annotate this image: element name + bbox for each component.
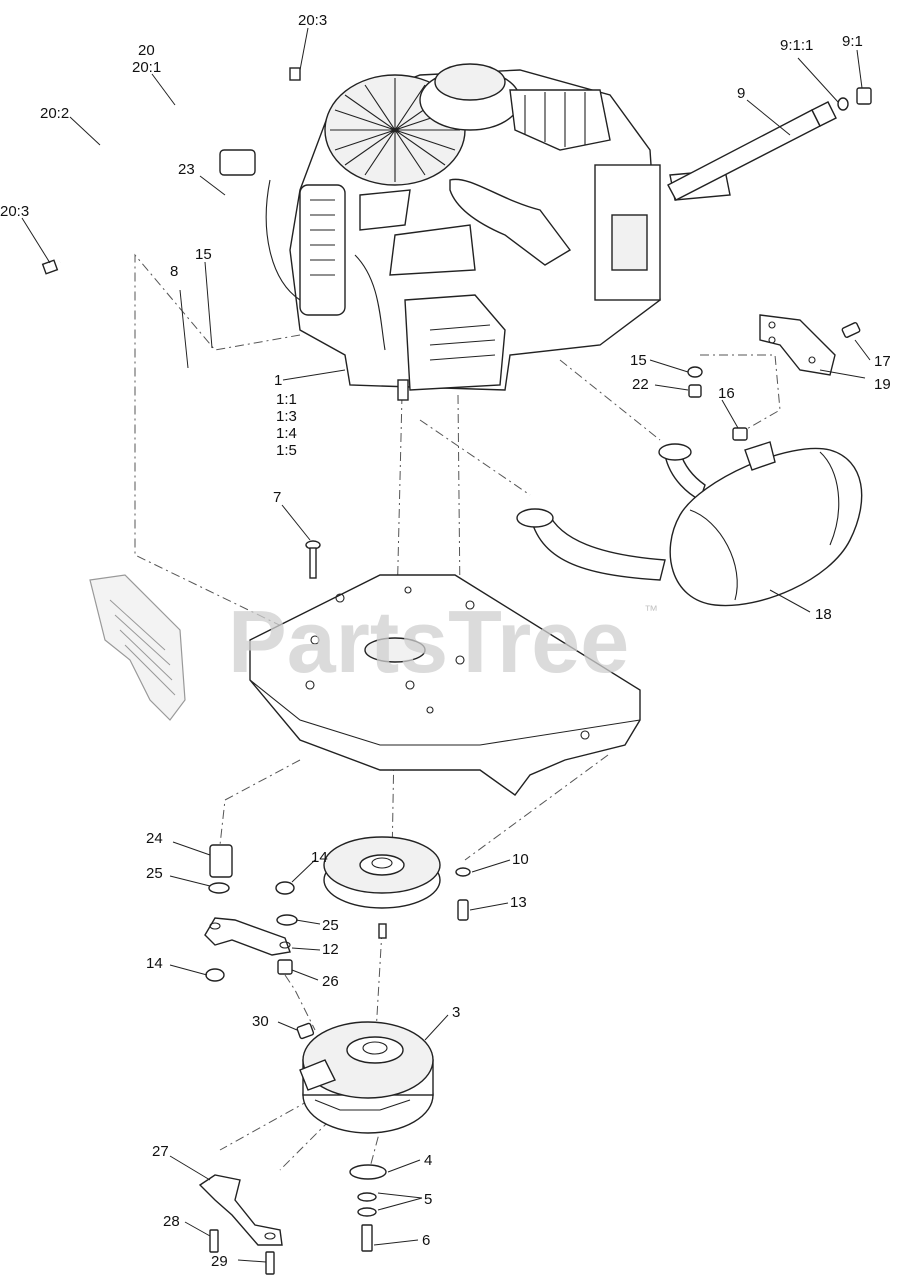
callout-30: 30 bbox=[252, 1013, 269, 1030]
callout-3: 3 bbox=[452, 1004, 460, 1021]
callout-10: 10 bbox=[512, 851, 529, 868]
callout-29: 29 bbox=[211, 1253, 228, 1270]
callout-8: 8 bbox=[170, 263, 178, 280]
callout-22: 22 bbox=[632, 376, 649, 393]
callout-1-4: 1:4 bbox=[276, 425, 297, 442]
callout-1: 1 bbox=[274, 372, 282, 389]
callout-17: 17 bbox=[874, 353, 891, 370]
callout-23: 23 bbox=[178, 161, 195, 178]
clutch-bracket bbox=[198, 1164, 387, 1275]
callout-9-1-1: 9:1:1 bbox=[780, 37, 813, 54]
callout-25-right: 25 bbox=[322, 917, 339, 934]
callout-1-5: 1:5 bbox=[276, 442, 297, 459]
callout-9-1: 9:1 bbox=[842, 33, 863, 50]
watermark: PartsTree ™ bbox=[228, 592, 658, 691]
side-panel bbox=[89, 574, 186, 721]
callout-24: 24 bbox=[146, 830, 163, 847]
callout-7: 7 bbox=[273, 489, 281, 506]
mounting-plate bbox=[249, 574, 641, 796]
callout-14-top: 14 bbox=[311, 849, 328, 866]
engine bbox=[219, 63, 731, 401]
flywheel-screen-lines bbox=[330, 78, 460, 182]
callout-6: 6 bbox=[422, 1232, 430, 1249]
callout-4: 4 bbox=[424, 1152, 432, 1169]
watermark-text: PartsTree bbox=[228, 592, 629, 691]
callout-1-3: 1:3 bbox=[276, 408, 297, 425]
muffler bbox=[516, 441, 863, 607]
callout-labels: 20:3 20 20:1 20:2 20:3 9:1:1 9:1 9 23 15… bbox=[0, 12, 891, 1270]
callout-13: 13 bbox=[510, 894, 527, 911]
callout-15-left: 15 bbox=[195, 246, 212, 263]
callout-20: 20 bbox=[138, 42, 155, 59]
pulley bbox=[323, 836, 441, 939]
callout-25-left: 25 bbox=[146, 865, 163, 882]
callout-26: 26 bbox=[322, 973, 339, 990]
fuel-hose bbox=[41, 67, 301, 275]
callout-19: 19 bbox=[874, 376, 891, 393]
exhaust-pipe-9 bbox=[667, 87, 872, 201]
callout-12: 12 bbox=[322, 941, 339, 958]
callout-20-3-left: 20:3 bbox=[0, 203, 29, 220]
bolt-7 bbox=[305, 540, 321, 579]
callout-28: 28 bbox=[163, 1213, 180, 1230]
callout-9: 9 bbox=[737, 85, 745, 102]
callout-15-right: 15 bbox=[630, 352, 647, 369]
callout-20-1: 20:1 bbox=[132, 59, 161, 76]
callout-5: 5 bbox=[424, 1191, 432, 1208]
leader-lines bbox=[21, 27, 871, 1263]
muffler-bracket bbox=[687, 314, 861, 441]
callout-20-2: 20:2 bbox=[40, 105, 69, 122]
callout-20-3-top: 20:3 bbox=[298, 12, 327, 29]
callout-27: 27 bbox=[152, 1143, 169, 1160]
callout-1-1: 1:1 bbox=[276, 391, 297, 408]
callout-16: 16 bbox=[718, 385, 735, 402]
callout-18: 18 bbox=[815, 606, 832, 623]
watermark-trademark: ™ bbox=[644, 602, 658, 618]
clutch bbox=[296, 1021, 434, 1134]
callout-14-bottom: 14 bbox=[146, 955, 163, 972]
assembly-centerlines bbox=[134, 253, 781, 1176]
